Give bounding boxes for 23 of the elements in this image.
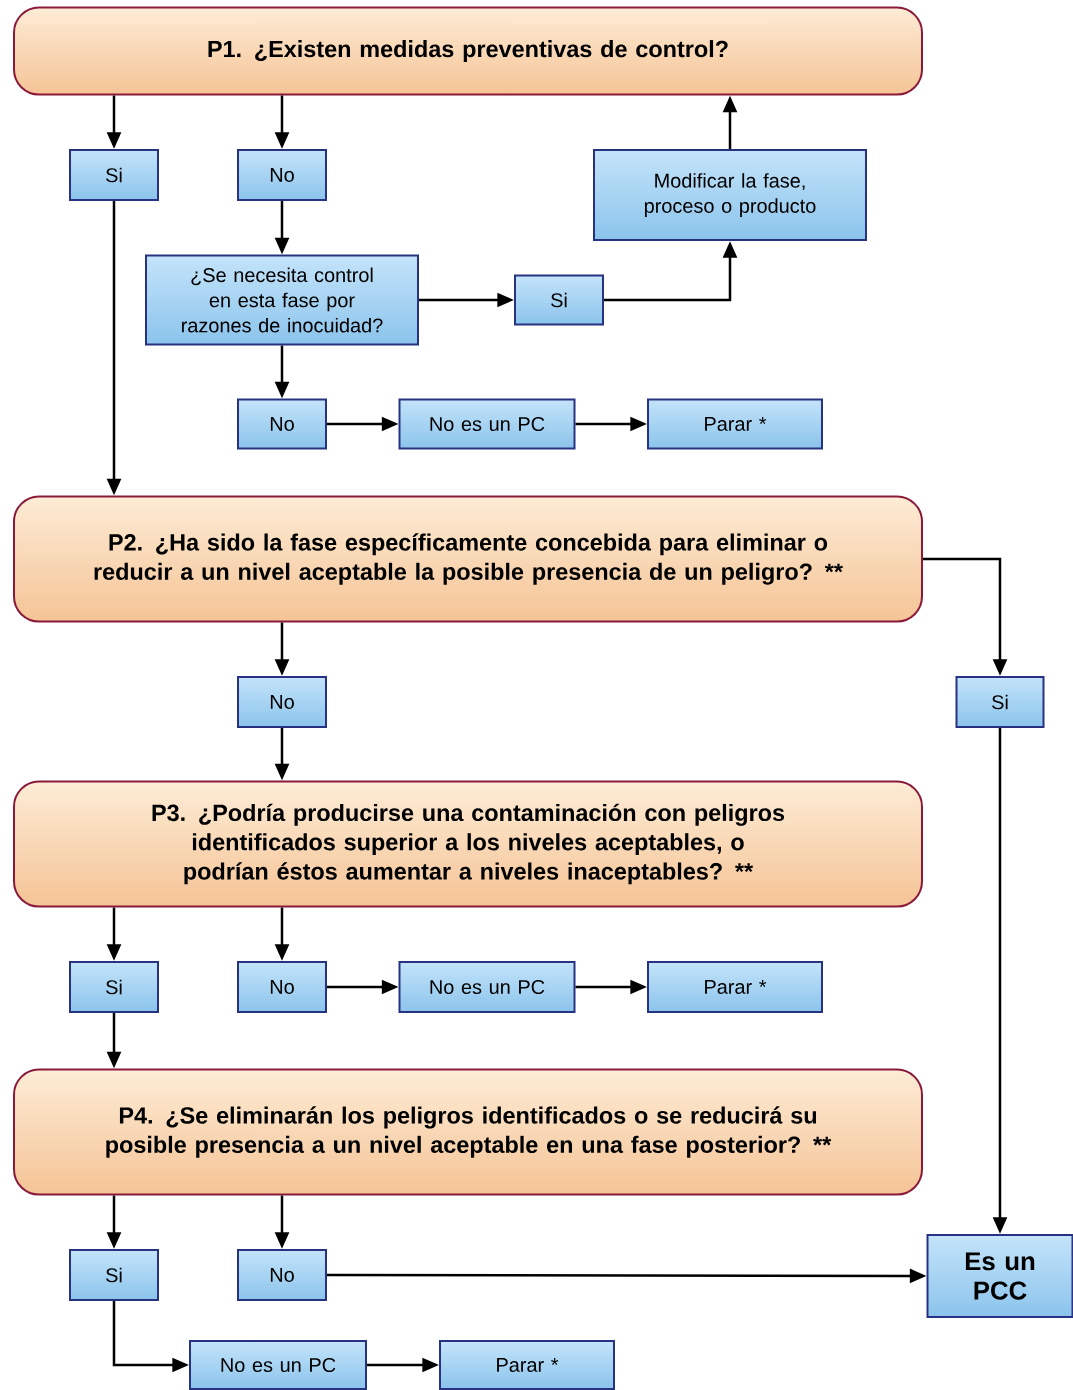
- answer-box: Si: [69, 961, 159, 1013]
- answer-box: Parar *: [647, 398, 823, 450]
- answer-box: No: [237, 398, 327, 450]
- answer-box: No: [237, 676, 327, 728]
- answer-box: No: [237, 961, 327, 1013]
- answer-box: No es un PC: [189, 1340, 367, 1390]
- answer-box: Si: [69, 149, 159, 201]
- question-box: P3. ¿Podría producirse una contaminación con peligros identificados superior a los niveles aceptables, o podrían éstos aumentar a niveles inaceptables? **: [13, 780, 923, 908]
- result-box: Es un PCC: [926, 1234, 1073, 1318]
- answer-box: Si: [955, 676, 1045, 728]
- answer-box: No es un PC: [398, 398, 576, 450]
- question-box: P2. ¿Ha sido la fase específicamente concebida para eliminar o reducir a un nivel aceptable la posible presencia de un peligro? **: [13, 495, 923, 623]
- answer-box: Si: [69, 1249, 159, 1301]
- answer-box: Parar *: [647, 961, 823, 1013]
- answer-box: ¿Se necesita control en esta fase por razones de inocuidad?: [145, 254, 419, 346]
- answer-box: Modificar la fase, proceso o producto: [593, 149, 867, 241]
- question-box: P4. ¿Se eliminarán los peligros identificados o se reducirá su posible presencia a un nivel aceptable en una fase posterior? **: [13, 1068, 923, 1196]
- answer-box: No es un PC: [398, 961, 576, 1013]
- answer-box: Si: [514, 274, 604, 326]
- answer-box: No: [237, 149, 327, 201]
- answer-box: Parar *: [439, 1340, 615, 1390]
- question-box: P1. ¿Existen medidas preventivas de control?: [13, 6, 923, 96]
- answer-box: No: [237, 1249, 327, 1301]
